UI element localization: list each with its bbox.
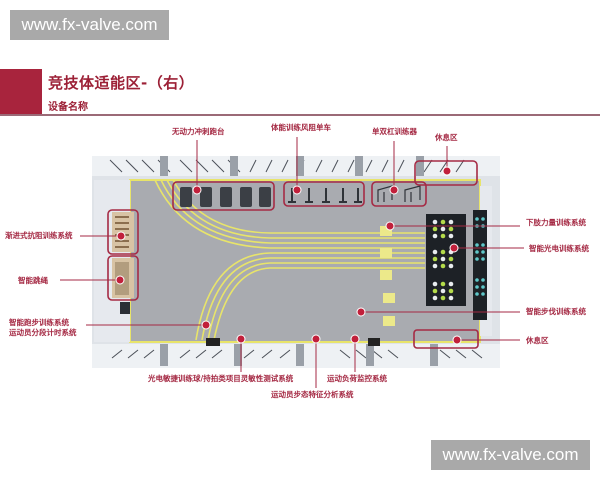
leader-lines xyxy=(92,156,500,368)
label-load-monitor: 运动负荷监控系统 xyxy=(327,374,387,383)
header-divider xyxy=(0,114,600,116)
running-tracks xyxy=(154,179,425,341)
label-agility-test: 光电敏捷训练球/持拍类项目灵敏性测试系统 xyxy=(148,374,294,383)
wind-bikes xyxy=(288,188,362,203)
equipment-markers xyxy=(115,166,462,345)
label-running-system: 智能跑步训练系统 xyxy=(9,318,69,327)
treadmills xyxy=(180,187,271,207)
label-rest-area-top: 休息区 xyxy=(435,133,458,142)
page-title: 竞技体适能区-（右） xyxy=(48,74,195,92)
label-bar-trainer: 单双杠训练器 xyxy=(372,127,417,136)
label-wind-bike: 体能训练风阻单车 xyxy=(271,123,331,132)
label-rest-area-bottom: 休息区 xyxy=(526,336,549,345)
label-split-timing: 运动员分段计时系统 xyxy=(9,328,77,337)
watermark-top: www.fx-valve.com xyxy=(10,10,169,40)
label-lower-limb: 下肢力量训练系统 xyxy=(526,218,586,227)
page-subtitle: 设备名称 xyxy=(48,102,88,113)
label-sprint-platform: 无动力冲刺跑台 xyxy=(172,127,225,136)
label-photoelectric: 智能光电训练系统 xyxy=(529,244,589,253)
floor-plan-diagram xyxy=(92,156,500,368)
header-accent-block xyxy=(0,69,42,116)
label-smart-rope: 智能跳绳 xyxy=(18,276,48,285)
label-resistance-system: 渐进式抗阻训练系统 xyxy=(5,231,73,240)
label-gait-analysis: 运动员步态特征分析系统 xyxy=(271,390,354,399)
watermark-bottom: www.fx-valve.com xyxy=(431,440,590,470)
photoelectric-lights xyxy=(432,219,454,301)
equipment-outlines xyxy=(107,160,479,349)
top-windows xyxy=(92,156,500,176)
label-footwork: 智能步伐训练系统 xyxy=(526,307,586,316)
